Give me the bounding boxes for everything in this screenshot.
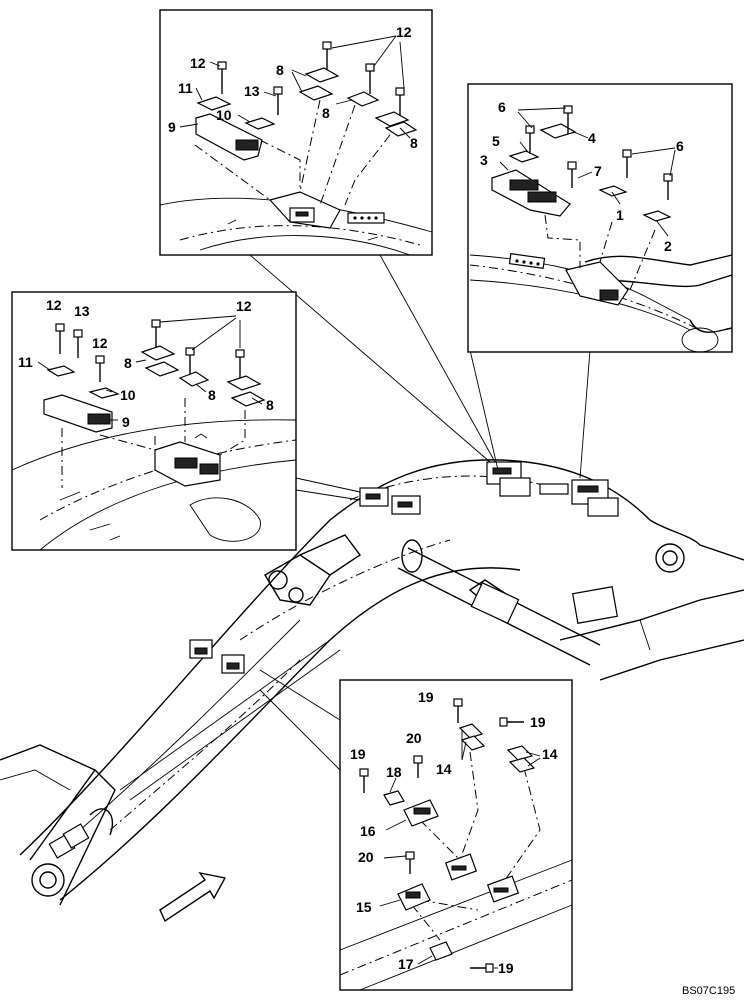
- callout-12: 12: [396, 24, 412, 40]
- callout-8: 8: [124, 355, 132, 371]
- bolt-icon: [235, 349, 245, 378]
- callout-5: 5: [492, 133, 500, 149]
- callout-4: 4: [588, 130, 596, 146]
- callout-13: 13: [244, 83, 260, 99]
- callout-10: 10: [216, 107, 232, 123]
- detail-leaders: [249, 254, 591, 771]
- bracket-boom-tip: [48, 823, 90, 859]
- bolt-icon: [622, 149, 632, 178]
- bolt-icon: [365, 63, 375, 94]
- callout-7: 7: [594, 163, 602, 179]
- callout-20: 20: [406, 730, 422, 746]
- bolt-icon: [151, 319, 161, 348]
- callout-12: 12: [236, 298, 252, 314]
- bracket-mid-boom: [189, 639, 245, 674]
- callout-16: 16: [360, 823, 376, 839]
- callout-20: 20: [358, 849, 374, 865]
- callout-19: 19: [530, 714, 546, 730]
- callout-18: 18: [386, 764, 402, 780]
- bolt-icon: [563, 105, 573, 134]
- bolt-icon: [453, 698, 463, 723]
- callout-19: 19: [418, 689, 434, 705]
- callout-8: 8: [266, 397, 274, 413]
- callout-15: 15: [356, 899, 372, 915]
- detail-top: [159, 9, 433, 256]
- bolt-icon: [359, 768, 369, 793]
- bolt-icon: [405, 851, 415, 874]
- front-direction-arrow: [159, 871, 227, 923]
- callout-8: 8: [276, 62, 284, 78]
- bolt-icon: [663, 173, 673, 200]
- bracket-boom-top-left: [359, 487, 421, 515]
- bolt-icon: [95, 355, 105, 382]
- detail-bottom: [339, 679, 573, 991]
- bolt-icon: [499, 717, 524, 727]
- callout-labels: 12 12 8 8 8 11 13 10 9 6 4 5 6 3 7 1 2 1…: [18, 24, 684, 976]
- detail-left: [11, 291, 297, 551]
- callout-19: 19: [350, 746, 366, 762]
- callout-11: 11: [178, 80, 193, 96]
- figure-code: BS07C195: [682, 985, 735, 997]
- callout-14: 14: [436, 761, 452, 777]
- bracket-boom-top-right: [571, 479, 619, 517]
- bolt-icon: [567, 161, 577, 188]
- callout-12: 12: [190, 55, 206, 71]
- callout-13: 13: [74, 303, 90, 319]
- detail-right: [467, 83, 733, 353]
- callout-2: 2: [664, 238, 672, 254]
- callout-11: 11: [18, 354, 33, 370]
- callout-17: 17: [398, 956, 414, 972]
- bolt-icon: [185, 347, 195, 374]
- bolt-icon: [322, 41, 332, 72]
- bolt-icon: [395, 87, 405, 116]
- callout-9: 9: [168, 119, 176, 135]
- bolt-icon: [73, 329, 83, 358]
- callout-6: 6: [498, 99, 506, 115]
- callout-14: 14: [542, 746, 558, 762]
- callout-6: 6: [676, 138, 684, 154]
- bolt-icon: [470, 963, 494, 973]
- callout-12: 12: [92, 335, 108, 351]
- boom-assembly: [0, 459, 744, 906]
- callout-8: 8: [410, 135, 418, 151]
- callout-8: 8: [208, 387, 216, 403]
- callout-3: 3: [480, 152, 488, 168]
- callout-12: 12: [46, 297, 62, 313]
- callout-10: 10: [120, 387, 136, 403]
- callout-9: 9: [122, 414, 130, 430]
- callout-8: 8: [322, 105, 330, 121]
- callout-19: 19: [498, 960, 514, 976]
- bolt-icon: [273, 86, 283, 115]
- bolt-icon: [413, 755, 423, 778]
- bolt-icon: [55, 323, 65, 354]
- callout-1: 1: [616, 207, 624, 223]
